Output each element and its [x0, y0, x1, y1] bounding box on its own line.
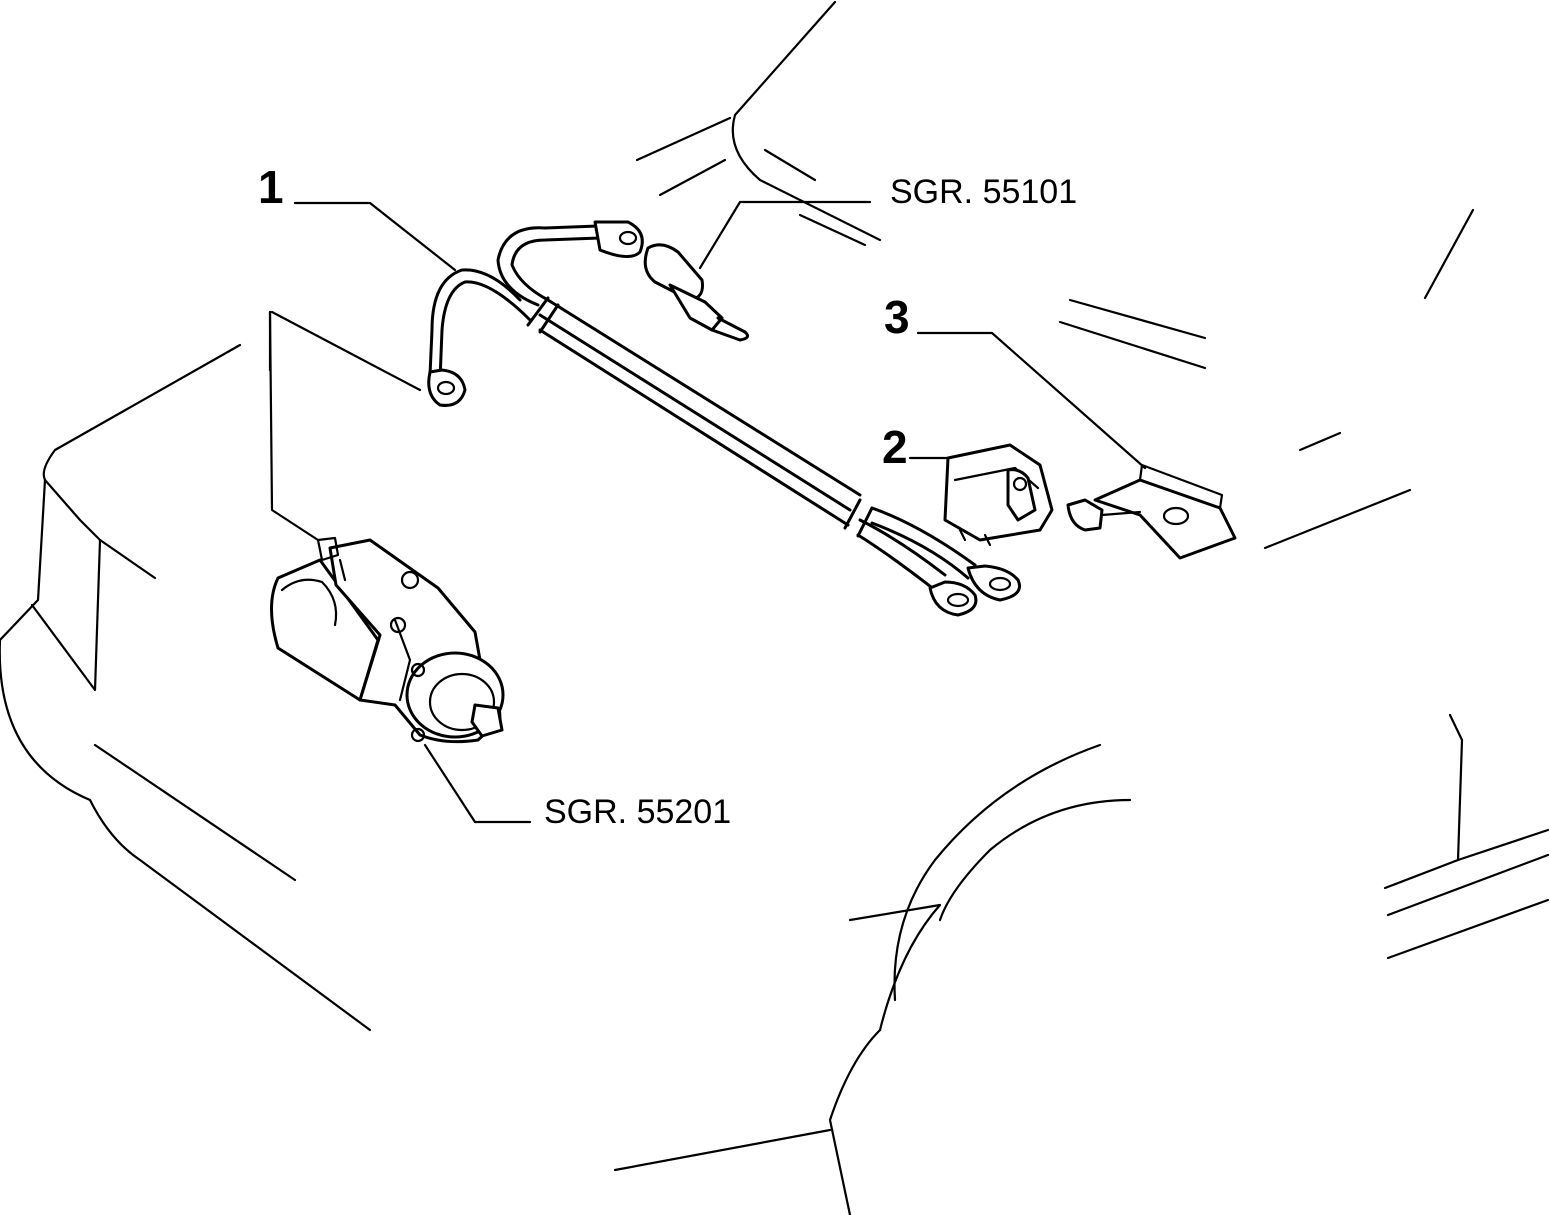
starter-motor-part	[270, 536, 505, 744]
relay-box-part	[943, 443, 1054, 547]
glow-plug-part	[643, 243, 750, 342]
battery-cable-harness	[427, 220, 1021, 617]
leader-lines	[268, 200, 1147, 824]
reference-sgr-55101: SGR. 55101	[890, 173, 1077, 211]
callout-1-label: 1	[258, 161, 284, 213]
mounting-bracket-part	[1066, 463, 1237, 560]
callout-3-label: 3	[884, 291, 910, 343]
callout-2-label: 2	[882, 421, 908, 473]
reference-sgr-55201: SGR. 55201	[544, 793, 731, 831]
